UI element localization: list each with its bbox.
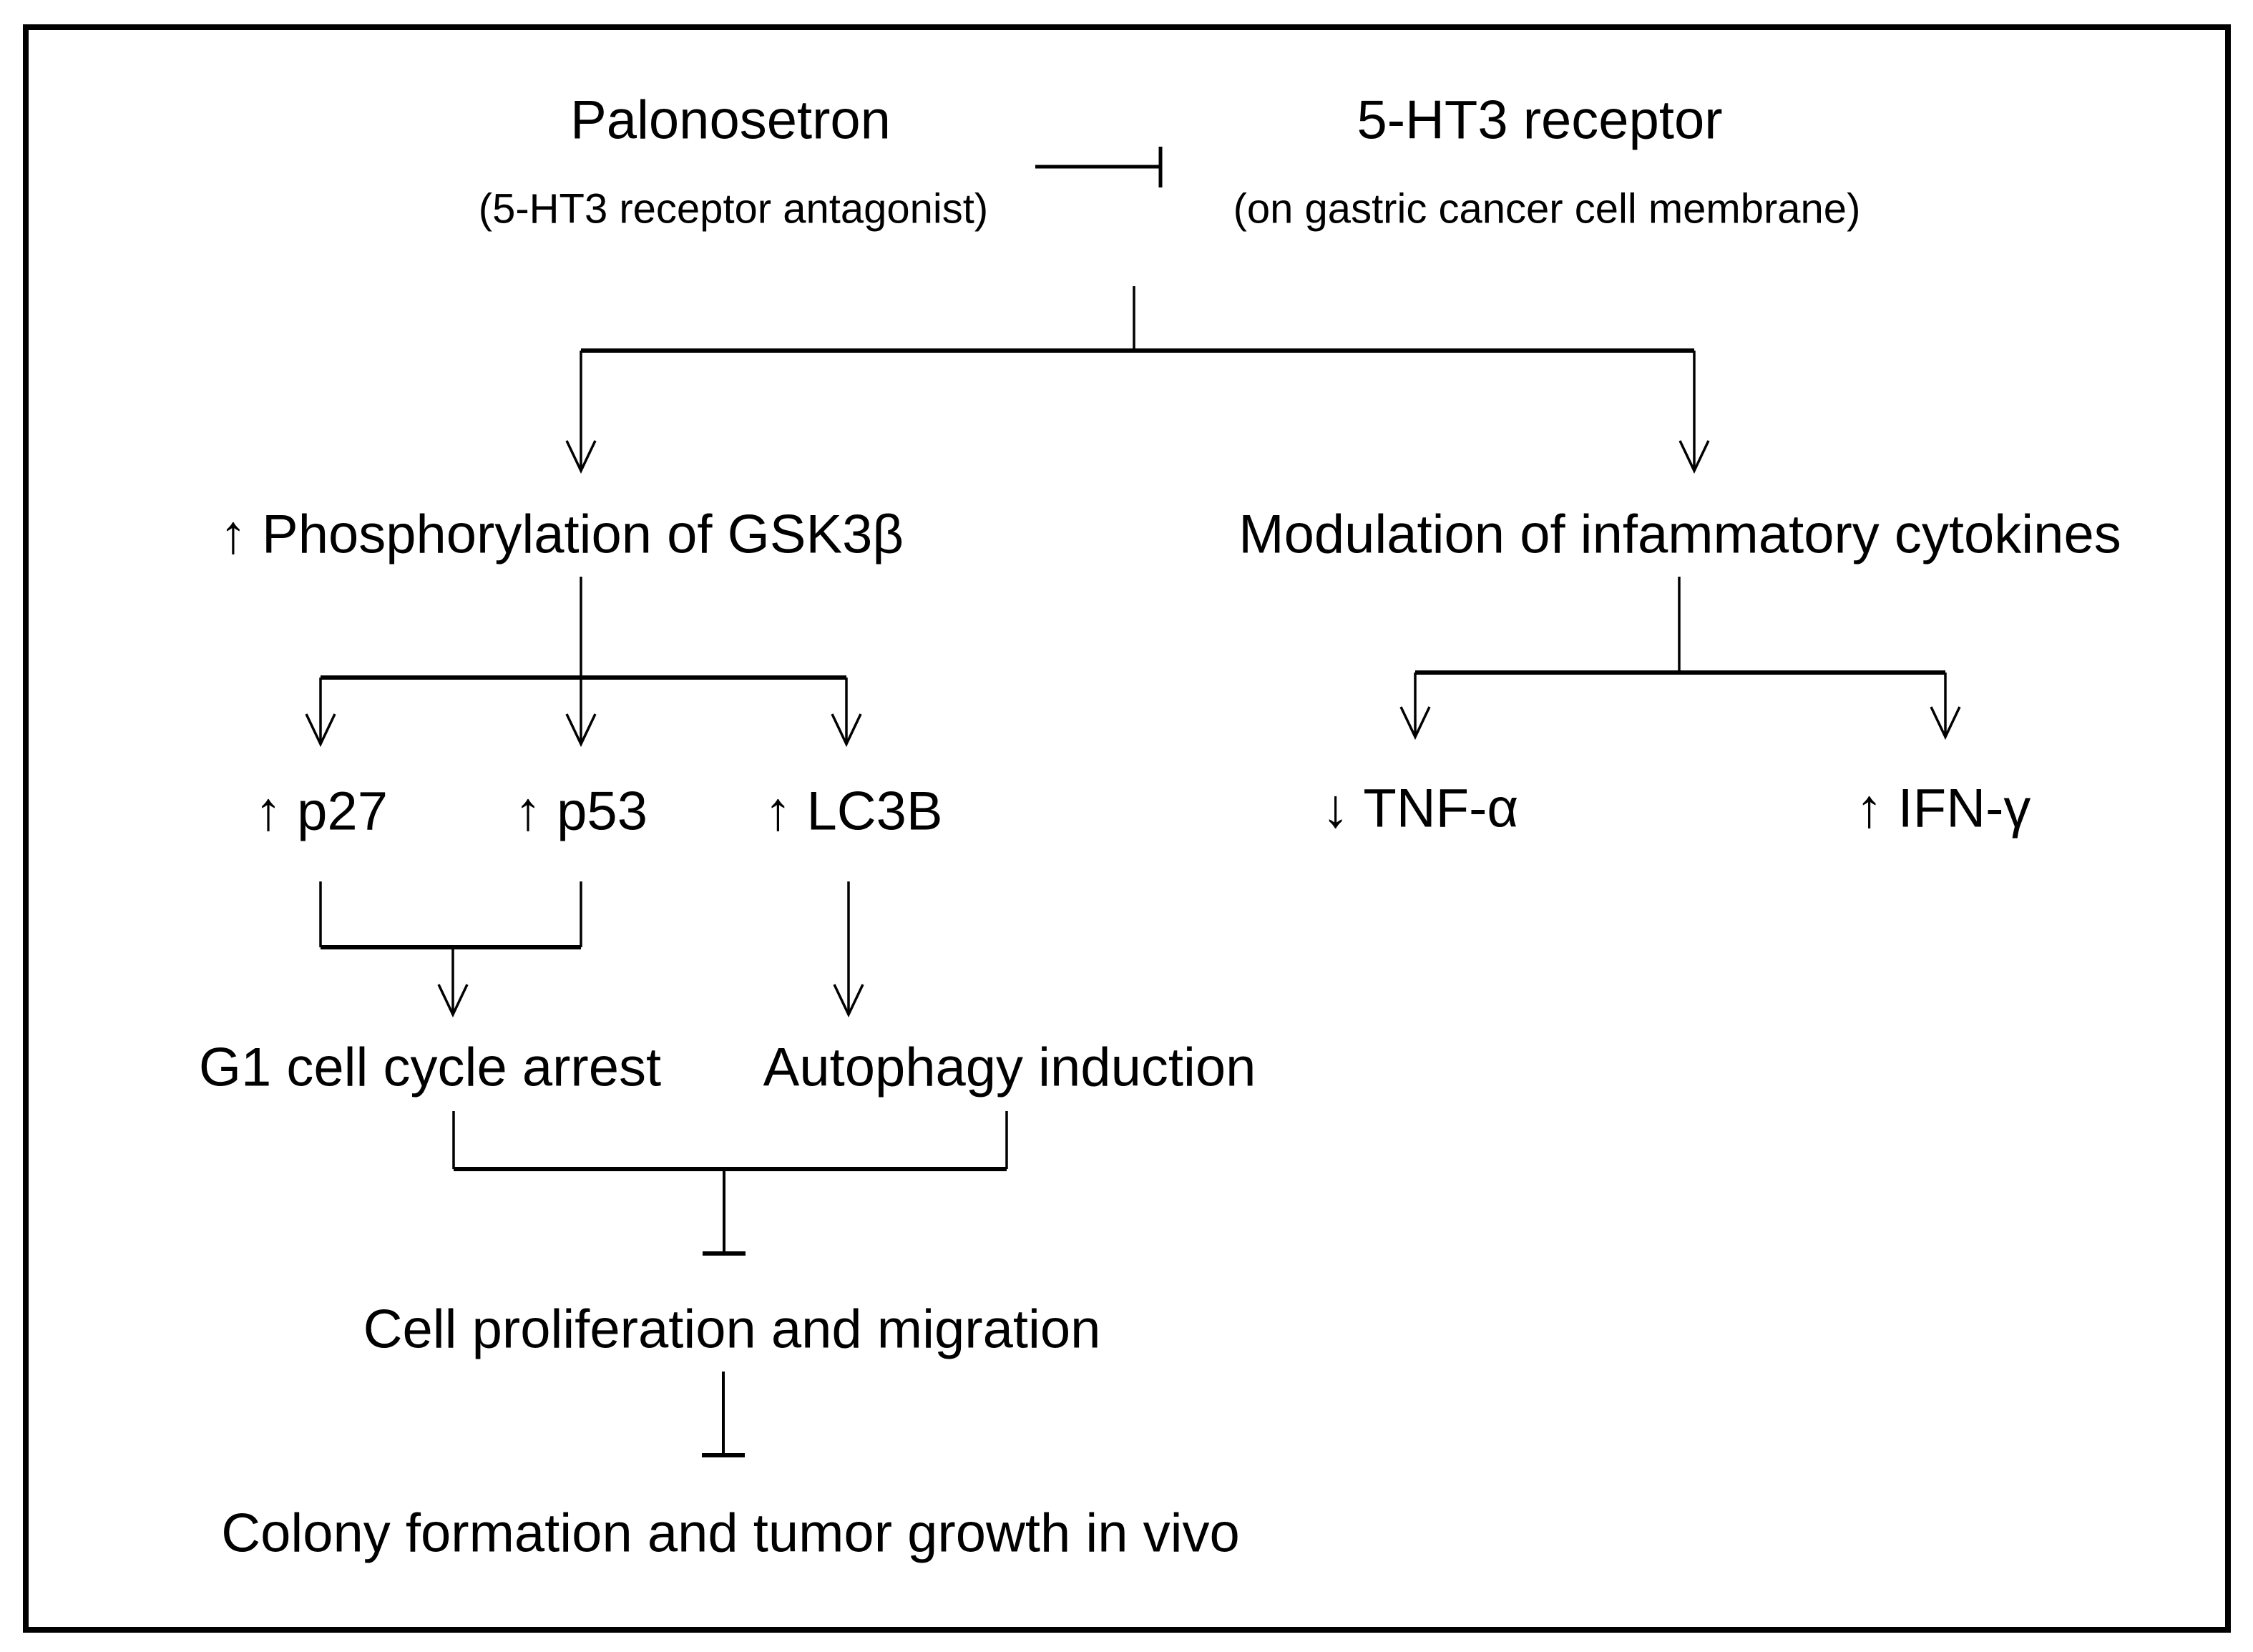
node-cell-proliferation-migration: Cell proliferation and migration — [363, 1299, 1101, 1360]
node-lc3b: ↑ LC3B — [764, 781, 943, 842]
node-autophagy-induction: Autophagy induction — [763, 1037, 1256, 1098]
node-g1-cell-cycle-arrest: G1 cell cycle arrest — [198, 1037, 662, 1098]
node-ifn-gamma: ↑ IFN-γ — [1855, 778, 2031, 839]
arrow-receptor-to-gsk3b-head — [565, 440, 597, 474]
node-p53: ↑ p53 — [514, 781, 647, 842]
node-5ht3-receptor-subtitle: (on gastric cancer cell membrane) — [1233, 185, 1861, 233]
node-colony-formation-tumor-growth: Colony formation and tumor growth in viv… — [221, 1502, 1240, 1564]
figure-border — [23, 24, 2231, 1633]
arrow-gsk3b-to-p53-head — [565, 713, 597, 748]
node-palonosetron: Palonosetron — [570, 89, 891, 151]
node-gsk3b-phosphorylation: ↑ Phosphorylation of GSK3β — [219, 504, 904, 565]
arrow-to-g1-head — [437, 984, 469, 1018]
arrow-gsk3b-to-p27-head — [305, 713, 336, 748]
arrow-gsk3b-to-lc3b-head — [831, 713, 862, 748]
node-cytokine-modulation: Modulation of infammatory cytokines — [1238, 504, 2121, 565]
node-tnf-alpha: ↓ TNF-α — [1321, 778, 1519, 839]
arrow-receptor-to-modulation-head — [1678, 440, 1710, 474]
node-p27: ↑ p27 — [255, 781, 388, 842]
node-palonosetron-subtitle: (5-HT3 receptor antagonist) — [478, 185, 989, 233]
arrow-lc3b-to-autophagy-head — [833, 984, 864, 1018]
arrow-modulation-to-tnf-head — [1399, 706, 1431, 741]
arrow-modulation-to-ifn-head — [1930, 706, 1961, 741]
node-5ht3-receptor: 5-HT3 receptor — [1357, 89, 1723, 151]
